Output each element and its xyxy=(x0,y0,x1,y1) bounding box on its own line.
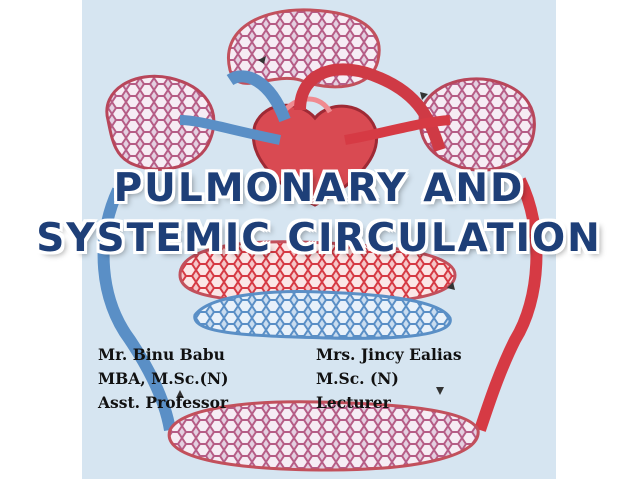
flow-arrows xyxy=(176,56,455,398)
title-line-2: SYSTEMIC CIRCULATION xyxy=(36,216,602,261)
author-role: Lecturer xyxy=(316,393,391,412)
title-line-1: PULMONARY AND xyxy=(113,166,525,211)
bottom-capillary-bed xyxy=(167,400,480,472)
author-degree: MBA, M.Sc.(N) xyxy=(98,369,229,388)
author-role: Asst. Professor xyxy=(98,393,229,412)
pulmonary-vein xyxy=(344,115,451,145)
right-lung-capillary-bed xyxy=(418,77,536,172)
right-artery-loop xyxy=(474,177,543,432)
author-block-1: Mr. Binu Babu MBA, M.Sc.(N) Asst. Profes… xyxy=(98,343,229,415)
lower-capillary-bed xyxy=(193,290,452,340)
pulmonary-artery xyxy=(179,115,281,145)
author-name: Mrs. Jincy Ealias xyxy=(316,345,462,364)
left-lung-capillary-bed xyxy=(105,74,216,171)
author-block-2: Mrs. Jincy Ealias M.Sc. (N) Lecturer xyxy=(316,343,462,415)
vena-cava xyxy=(226,70,291,123)
author-name: Mr. Binu Babu xyxy=(98,345,225,364)
author-degree: M.Sc. (N) xyxy=(316,369,399,388)
left-vein-loop xyxy=(97,187,176,432)
